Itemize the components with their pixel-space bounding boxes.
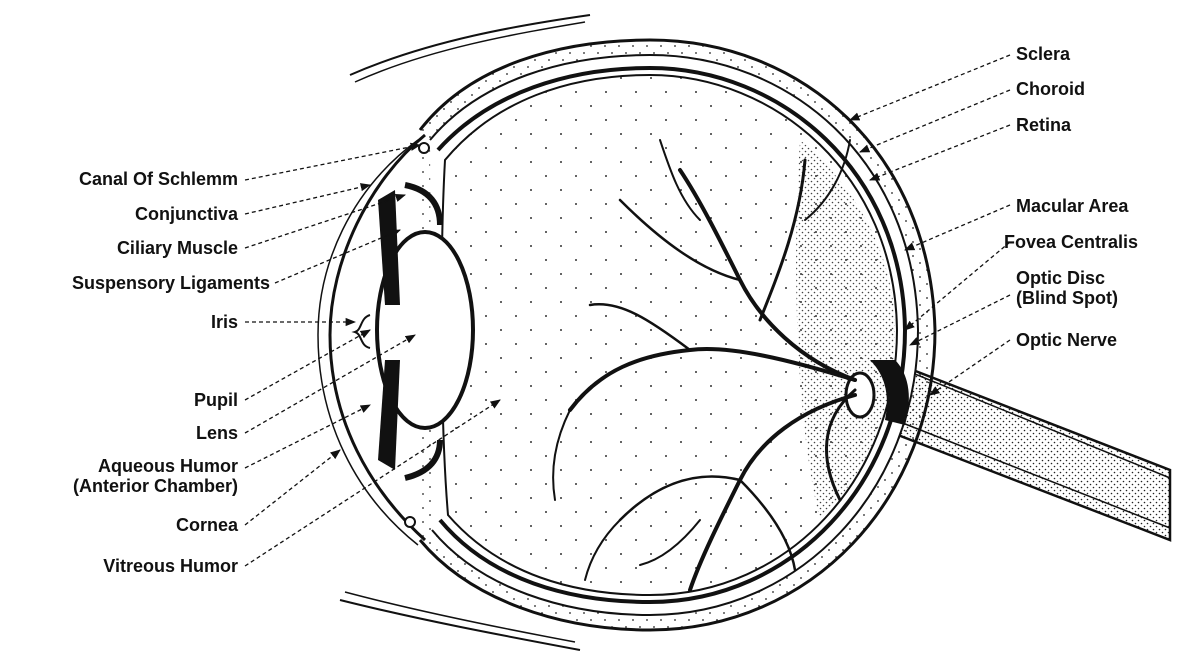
label-vitreous-humor: Vitreous Humor [103,556,238,576]
label-optic-disc-line2: (Blind Spot) [1016,288,1118,308]
label-suspensory-ligaments: Suspensory Ligaments [72,273,270,293]
label-optic-disc: Optic Disc (Blind Spot) [1016,268,1118,308]
label-aqueous-humor-line1: Aqueous Humor [73,456,238,476]
label-aqueous-humor-line2: (Anterior Chamber) [73,476,238,496]
label-aqueous-humor: Aqueous Humor (Anterior Chamber) [73,456,238,496]
label-retina: Retina [1016,115,1071,135]
label-optic-disc-line1: Optic Disc [1016,268,1118,288]
label-choroid: Choroid [1016,79,1085,99]
label-fovea-centralis: Fovea Centralis [1004,232,1138,252]
label-iris: Iris [211,312,238,332]
label-cornea: Cornea [176,515,238,535]
label-conjunctiva: Conjunctiva [135,204,238,224]
label-pupil: Pupil [194,390,238,410]
label-ciliary-muscle: Ciliary Muscle [117,238,238,258]
label-canal-of-schlemm: Canal Of Schlemm [79,169,238,189]
label-sclera: Sclera [1016,44,1070,64]
label-macular-area: Macular Area [1016,196,1128,216]
label-optic-nerve: Optic Nerve [1016,330,1117,350]
label-lens: Lens [196,423,238,443]
